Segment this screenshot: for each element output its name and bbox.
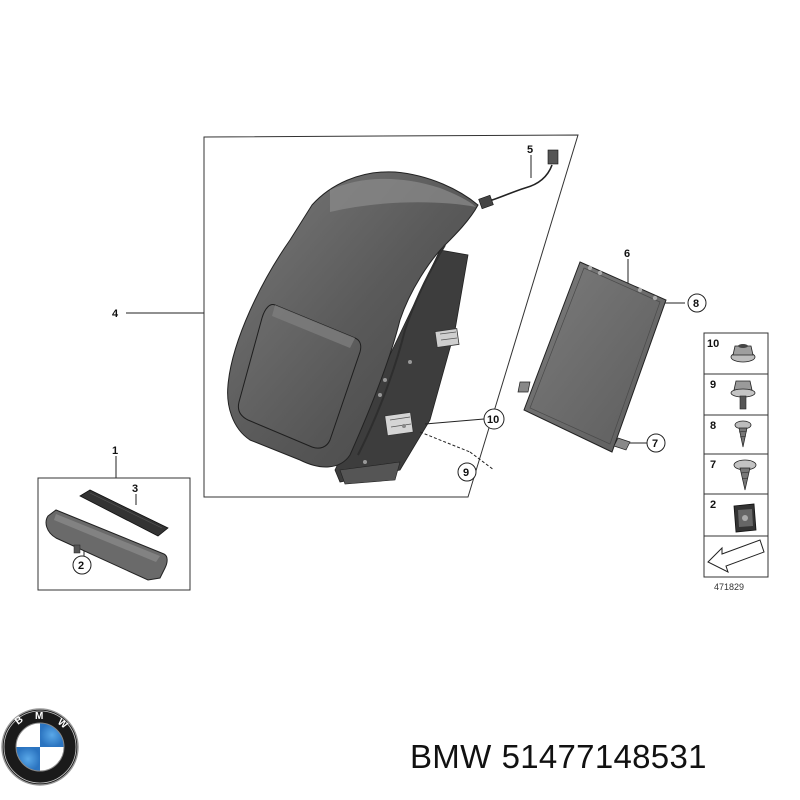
direction-arrow-icon xyxy=(707,539,765,573)
hinge-bracket-upper xyxy=(434,328,460,348)
legend-label-9: 9 xyxy=(710,379,716,391)
bmw-logo: B M W xyxy=(1,708,79,786)
callout-3: 3 xyxy=(132,483,138,495)
legend-label-7: 7 xyxy=(710,459,716,471)
callout-1: 1 xyxy=(112,445,118,457)
callout-9: 9 xyxy=(463,467,469,479)
part-number: 51477148531 xyxy=(501,738,707,775)
callout-7: 7 xyxy=(652,438,658,450)
legend-label-8: 8 xyxy=(710,420,716,432)
callout-4: 4 xyxy=(112,308,119,320)
wiring-harness xyxy=(478,149,559,210)
collar-screw-icon xyxy=(733,459,757,491)
washer-screw-icon xyxy=(730,380,756,410)
legend-label-2: 2 xyxy=(710,499,716,511)
flange-nut-icon xyxy=(730,344,756,363)
callout-5: 5 xyxy=(527,144,533,156)
legend-label-10: 10 xyxy=(707,338,719,350)
trim-group-frame xyxy=(37,477,191,591)
armrest-group-frame xyxy=(203,134,579,498)
trim-cover xyxy=(45,509,168,581)
svg-text:M: M xyxy=(35,711,43,722)
clip-nut-icon xyxy=(733,503,757,533)
fastener-legend xyxy=(703,332,769,578)
callout-8: 8 xyxy=(693,298,699,310)
brand-name: BMW xyxy=(410,738,492,775)
hinge-bracket-lower xyxy=(384,411,414,437)
callout-10: 10 xyxy=(487,414,499,426)
armrest-assembly xyxy=(227,171,479,485)
mounting-plate xyxy=(517,261,667,453)
leader-lines xyxy=(83,155,685,556)
callout-6: 6 xyxy=(624,248,630,260)
drawing-number: 471829 xyxy=(714,582,744,592)
trim-strip xyxy=(79,489,169,537)
self-tapping-screw-icon xyxy=(734,420,752,448)
callout-labels: 4 5 6 1 3 8 7 10 9 2 10 9 8 7 2 471829 xyxy=(72,144,744,592)
callout-2: 2 xyxy=(78,560,84,572)
